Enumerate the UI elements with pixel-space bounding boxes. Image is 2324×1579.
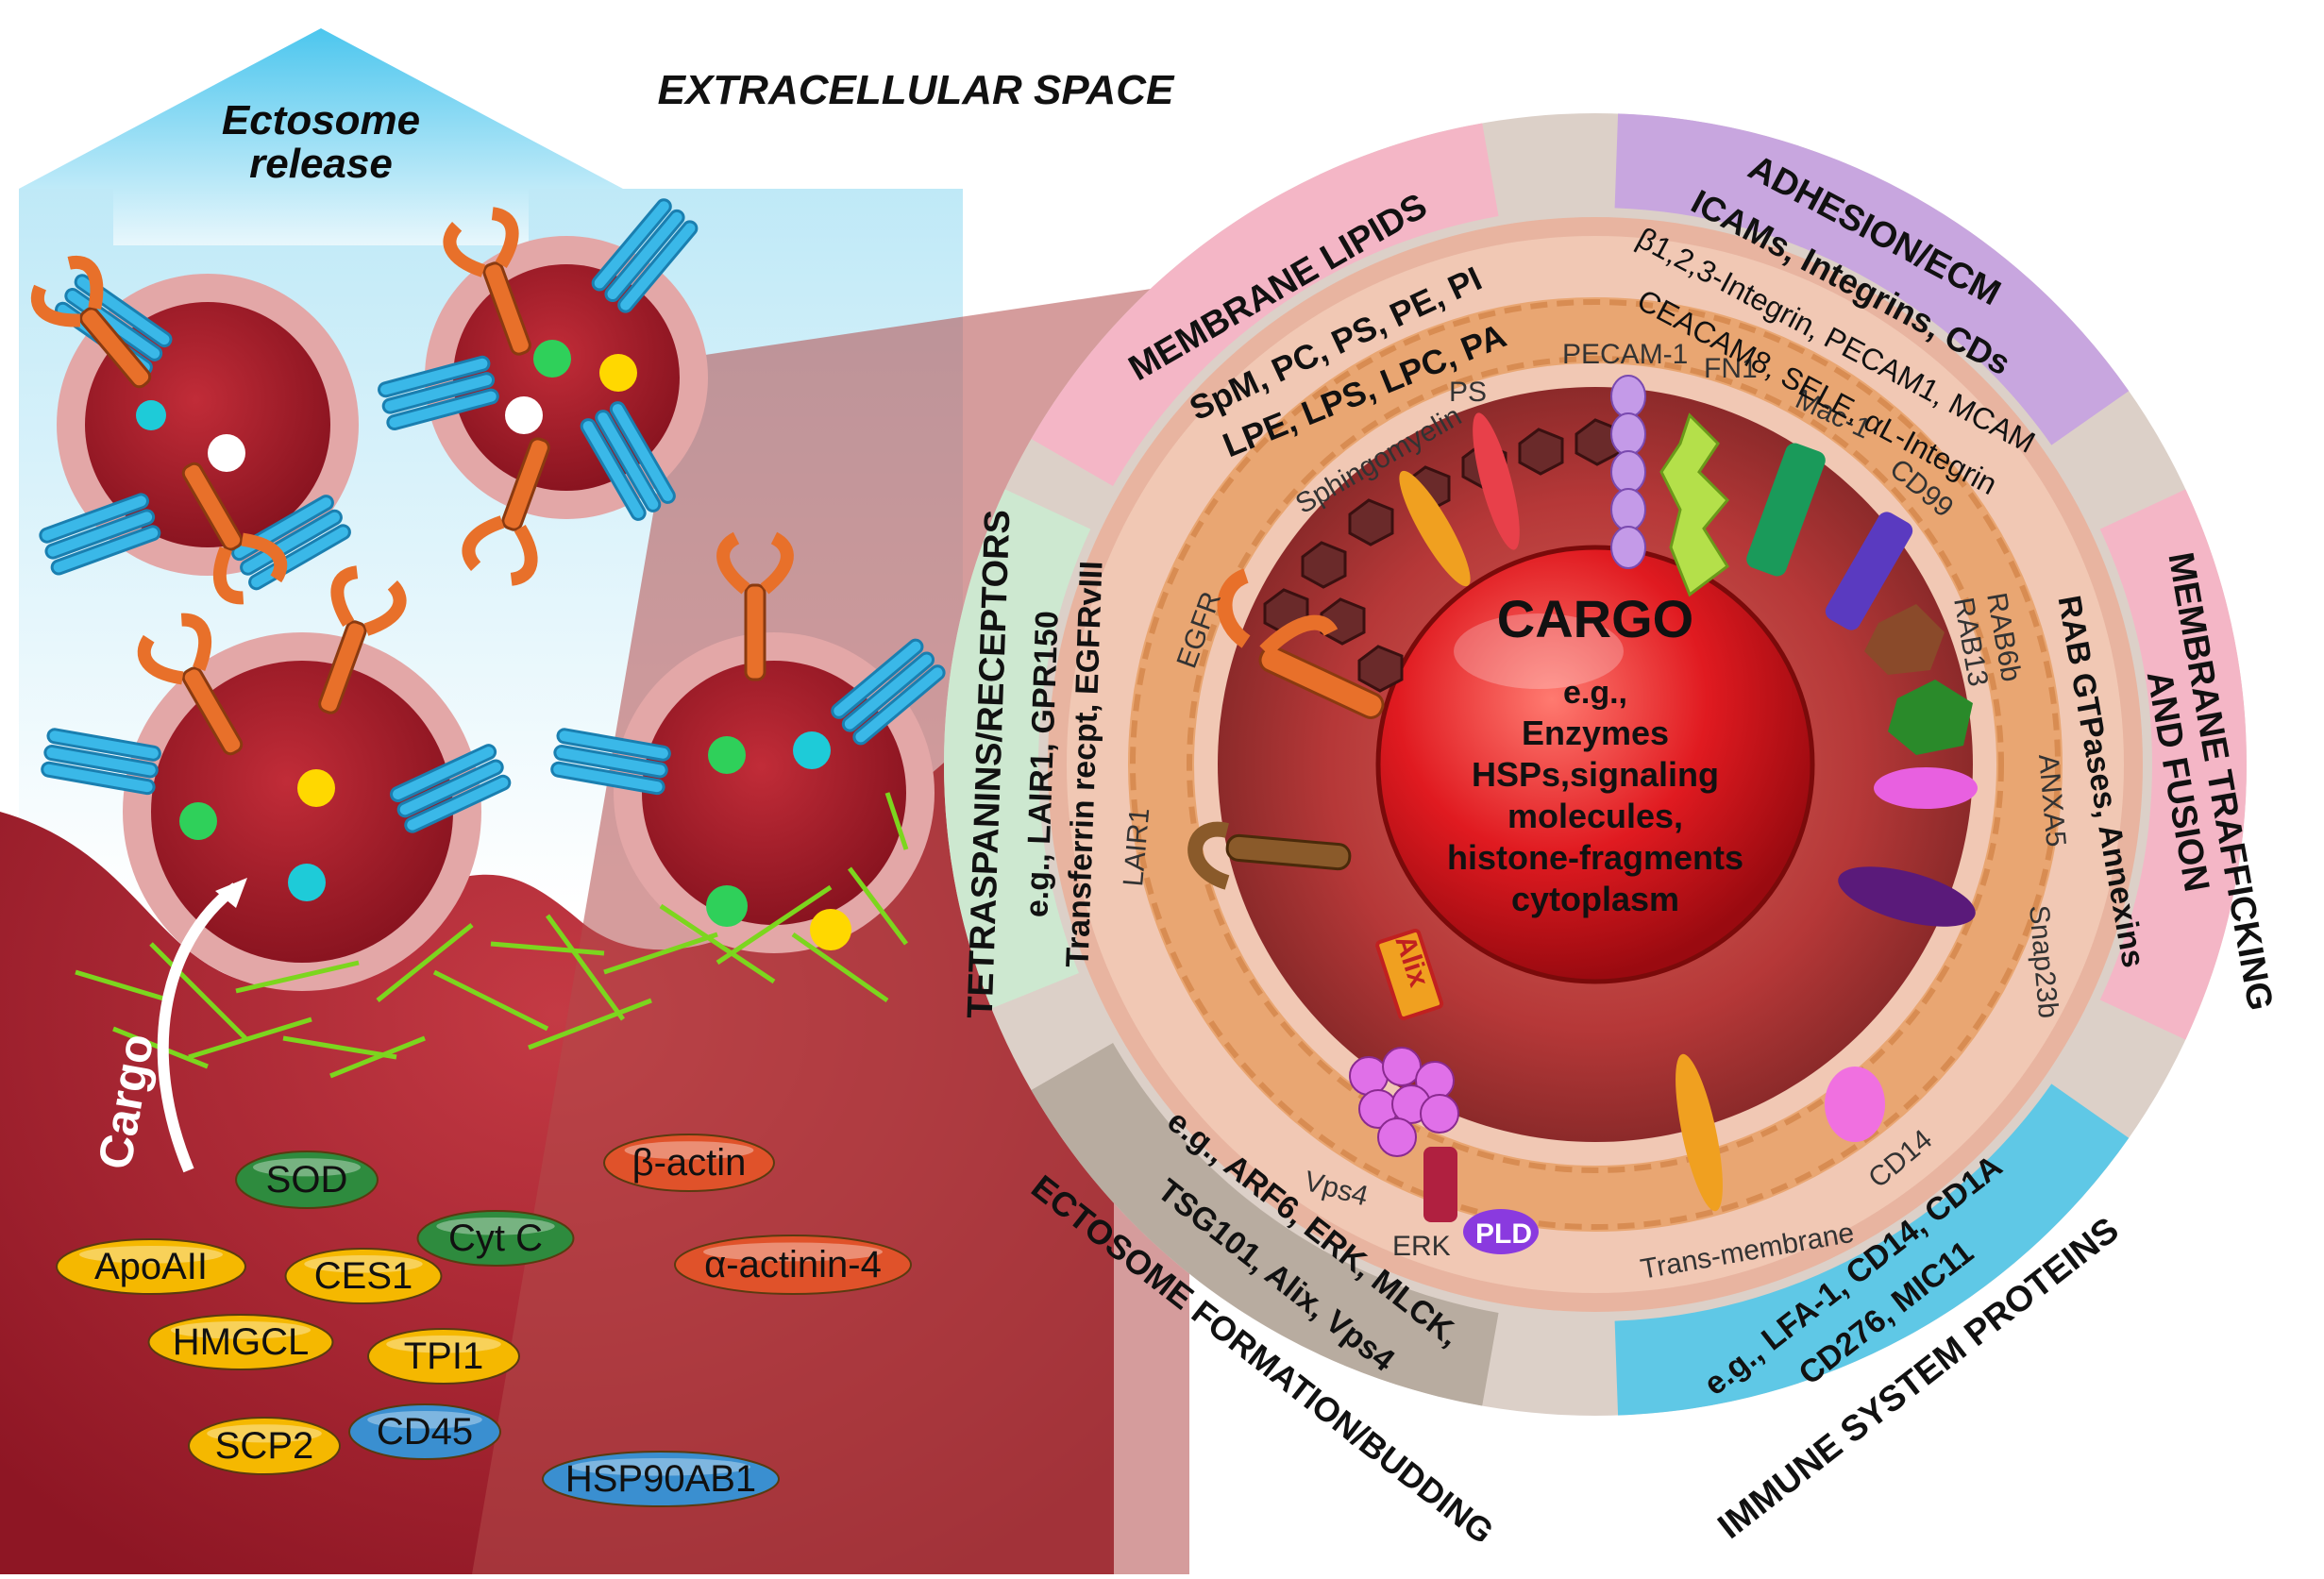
sector-formation [1031, 1043, 1499, 1406]
cd14-protein [1825, 1067, 1885, 1142]
wheel-sectors [944, 113, 2247, 1416]
cargo-wheel [944, 113, 2247, 1416]
lair1-receptor [1187, 821, 1352, 890]
center-line: cytoplasm [1511, 880, 1679, 918]
ectosome-release-arrow [19, 28, 623, 245]
sector-adhesion [1614, 113, 2130, 445]
cargo-pill-label: TPI1 [404, 1335, 483, 1377]
cargo-pill-label: SOD [266, 1159, 348, 1201]
lipid-bilayer [1128, 297, 2063, 1232]
center-line: HSPs,signaling [1472, 755, 1719, 794]
ps-lipid [1473, 412, 1520, 550]
pecam1-protein [1610, 375, 1646, 569]
sector-tetraspanins [944, 489, 1091, 1009]
cargo-pill-label: SCP2 [215, 1425, 314, 1467]
cargo-pill: β-actin [603, 1134, 775, 1192]
sector-immune [1614, 1083, 2130, 1416]
label-ps: PS [1449, 377, 1487, 408]
cargo-pill-label: α-actinin-4 [704, 1244, 882, 1285]
actin-filaments [75, 792, 909, 1079]
cargo-pill-label: ApoAII [94, 1246, 208, 1287]
pld-protein [1463, 1209, 1539, 1254]
cd99-protein [1825, 512, 1913, 630]
label-fn1: FN1 [1704, 353, 1758, 384]
cargo-pill: Cyt C [416, 1210, 575, 1267]
membrane-proteins [1187, 375, 1978, 1254]
cargo-pill-label: CES1 [314, 1255, 413, 1297]
release-label-line1: Ectosome [222, 97, 420, 143]
center-title: CARGO [1497, 589, 1693, 648]
cargo-pill-label: HMGCL [173, 1321, 309, 1363]
lipid-heads-inner [1187, 356, 2004, 1173]
cargo-arrow-head [215, 878, 247, 908]
anxa5-protein [1874, 767, 1978, 809]
cargo-pill: HMGCL [147, 1314, 334, 1370]
label-erk: ERK [1392, 1231, 1451, 1262]
alix-protein [1375, 928, 1444, 1020]
cargo-pill-label: Cyt C [448, 1218, 543, 1259]
cargo-sphere [1375, 545, 1815, 984]
center-line: histone-fragments [1447, 838, 1743, 877]
cargo-pill: ApoAII [56, 1238, 246, 1295]
cargo-pill: CD45 [348, 1403, 501, 1460]
rab6b-protein [1864, 604, 1945, 675]
cargo-pill: SCP2 [188, 1417, 341, 1475]
rab13-protein [1888, 680, 1973, 755]
cargo-sphere-highlight [1454, 613, 1624, 689]
transmembrane-protein [1676, 1053, 1723, 1212]
cargo-pill: CES1 [284, 1248, 443, 1304]
center-line: molecules, [1507, 797, 1683, 835]
center-cargo-lines: e.g.,EnzymesHSPs,signalingmolecules,hist… [1447, 675, 1743, 918]
label-lair1: LAIR1 [1118, 807, 1155, 888]
cargo-pill: TPI1 [367, 1328, 520, 1385]
center-line: Enzymes [1522, 714, 1669, 752]
egfr-receptor [1217, 568, 1385, 719]
snap23b-protein [1838, 866, 1976, 927]
sphingomyelin-lipid [1399, 470, 1471, 587]
sector-lipids [1031, 123, 1499, 486]
cargo-arrow [157, 882, 240, 1173]
vps4-complex [1349, 1047, 1459, 1157]
label-pecam1: PECAM-1 [1562, 339, 1688, 370]
mac1-protein [1746, 443, 1826, 577]
extracellular-space-label: EXTRACELLULAR SPACE [658, 67, 1175, 113]
cargo-pill-label: β-actin [632, 1142, 747, 1184]
sector-trafficking [2099, 489, 2247, 1040]
cargo-pill: SOD [235, 1151, 379, 1209]
cargo-dots [136, 340, 851, 950]
cargo-pill-label: HSP90AB1 [565, 1458, 756, 1500]
cargo-pill-label: CD45 [377, 1411, 473, 1453]
cargo-pill: α-actinin-4 [674, 1235, 912, 1295]
erk-protein [1423, 1147, 1457, 1222]
release-label-line2: release [249, 141, 393, 187]
center-line: e.g., [1563, 675, 1627, 711]
lipid-heads-outer [1130, 299, 2061, 1230]
label-pld: PLD [1475, 1218, 1532, 1250]
fn1-protein [1659, 412, 1730, 597]
receptor-icons [30, 207, 794, 756]
cargo-pill: HSP90AB1 [542, 1451, 780, 1507]
